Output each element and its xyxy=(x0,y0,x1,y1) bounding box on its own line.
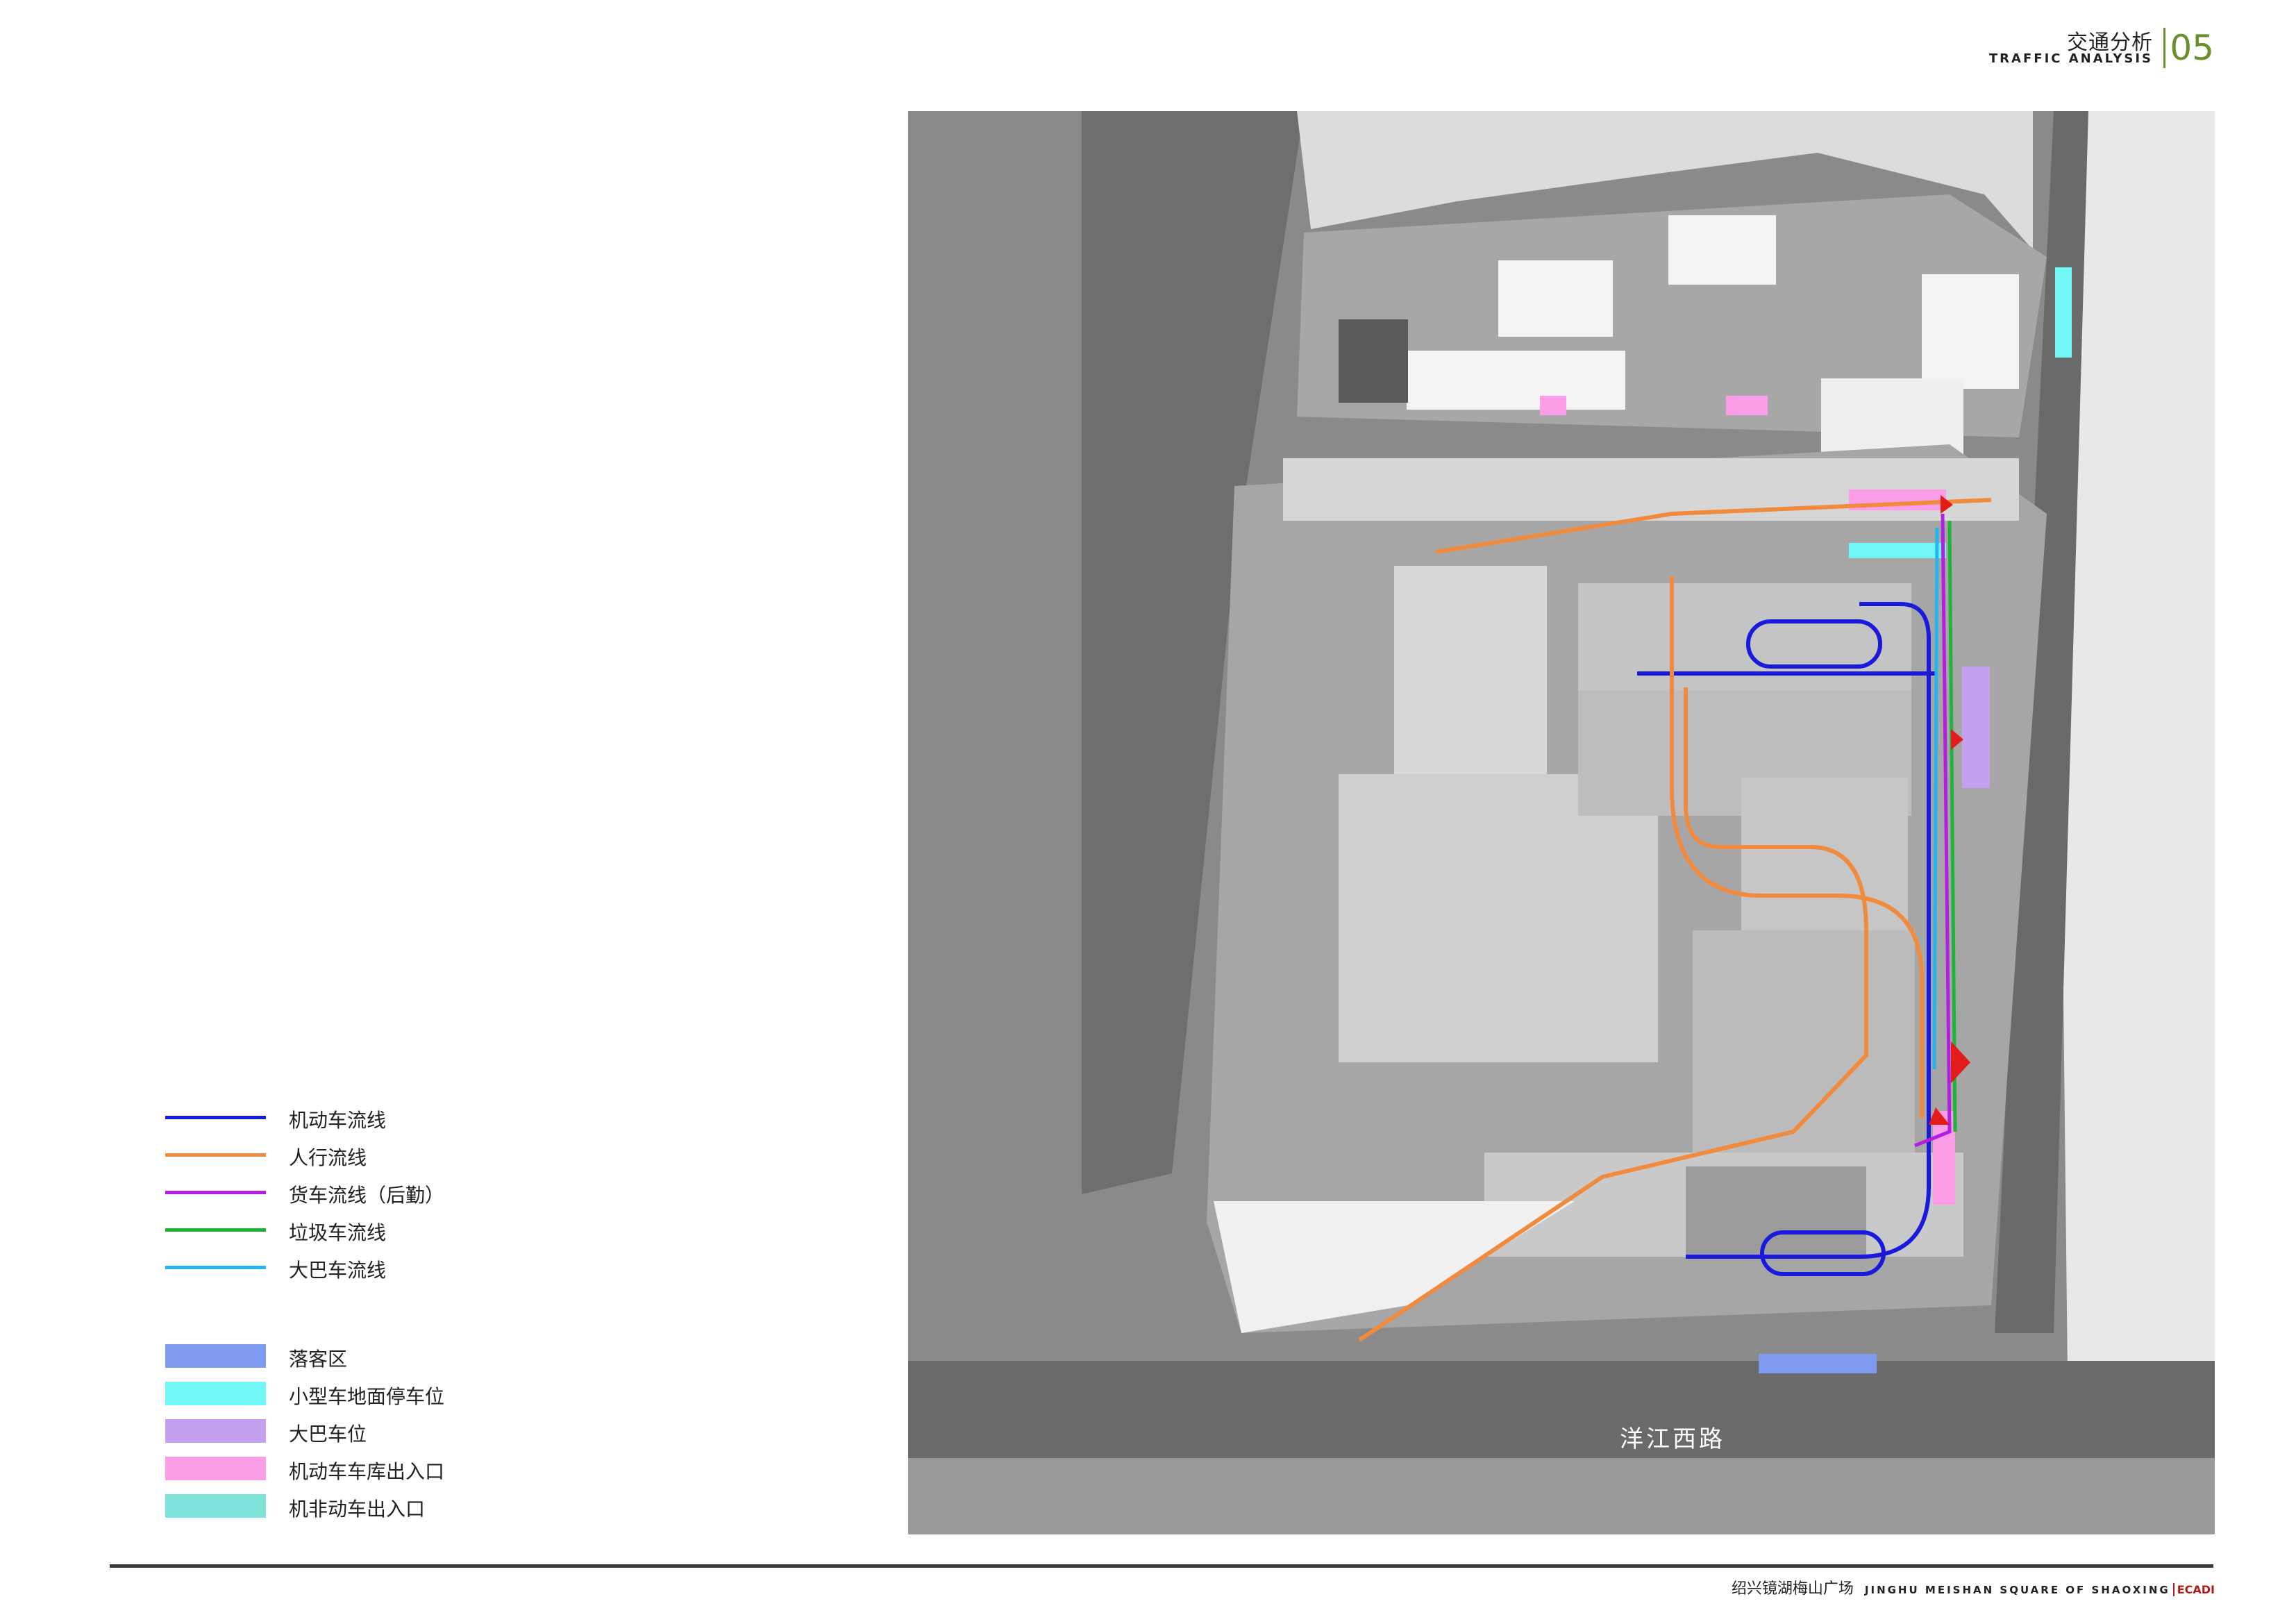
freight-flow-line xyxy=(1914,513,1952,1148)
garage-entrance-ne xyxy=(1726,396,1768,415)
footer-project-en: JINGHU MEISHAN SQUARE OF SHAOXING xyxy=(1864,1584,2170,1596)
west-building-b xyxy=(1339,774,1658,1062)
south-road xyxy=(908,1361,2215,1458)
pedestrian-central xyxy=(1670,576,1924,1118)
vehicle-loop-south xyxy=(1760,1230,1886,1276)
legend-swatch xyxy=(165,1228,266,1232)
podium xyxy=(1686,1166,1866,1257)
east-field xyxy=(2054,111,2215,1375)
north-building-1 xyxy=(1407,351,1625,410)
entry-arrow-se xyxy=(1929,1107,1950,1125)
surface-parking-north xyxy=(1849,543,1946,558)
legend-garage-entrance: 机动车车库出入口 xyxy=(165,1455,554,1483)
vehicle-flow-line xyxy=(1686,602,1931,1259)
legend-swatch xyxy=(165,1116,266,1119)
legend-swatch xyxy=(165,1382,266,1405)
legend-bus-flow: 大巴车流线 xyxy=(165,1254,554,1282)
legend-swatch xyxy=(165,1457,266,1480)
north-building-shadow xyxy=(1339,319,1408,403)
drop-off-zone xyxy=(1759,1354,1877,1373)
south-tower xyxy=(1693,930,1915,1153)
header-title-zh: 交通分析 xyxy=(2067,31,2153,55)
entry-arrow-east xyxy=(1951,1041,1970,1083)
legend-surface-parking: 小型车地面停车位 xyxy=(165,1380,554,1408)
north-building-3 xyxy=(1668,215,1776,285)
garage-entrance-east xyxy=(1933,1111,1955,1205)
east-road xyxy=(1995,111,2088,1333)
legend-swatch xyxy=(165,1191,266,1194)
legend-label: 货车流线（后勤） xyxy=(289,1184,445,1207)
footer-project-zh: 绍兴镜湖梅山广场 xyxy=(1731,1580,1854,1598)
legend-swatch xyxy=(165,1153,266,1157)
plaza xyxy=(1214,1201,1575,1333)
site-plan-map: 洋江西路 xyxy=(908,111,2215,1534)
legend-pedestrian-flow: 人行流线 xyxy=(165,1141,554,1169)
legend-vehicle-flow: 机动车流线 xyxy=(165,1104,554,1132)
north-lawn xyxy=(1297,111,2033,250)
surface-parking-ne xyxy=(2055,267,2072,358)
legend-label: 大巴车流线 xyxy=(289,1259,387,1282)
north-building-4 xyxy=(1922,274,2019,389)
legend-swatch xyxy=(165,1419,266,1443)
pedestrian-south xyxy=(1358,687,1868,1342)
legend-label: 小型车地面停车位 xyxy=(289,1385,445,1408)
garbage-flow-line xyxy=(1947,520,1957,1132)
legend-garbage-flow: 垃圾车流线 xyxy=(165,1216,554,1244)
legend-freight-flow: 货车流线（后勤） xyxy=(165,1179,554,1207)
west-road xyxy=(1082,111,1304,1194)
legend-label: 大巴车位 xyxy=(289,1423,367,1446)
entry-arrow-north xyxy=(1941,495,1953,514)
entry-arrow-bus xyxy=(1951,729,1963,750)
site-plan-drawing xyxy=(908,111,2215,1534)
legend-swatch xyxy=(165,1494,266,1518)
north-building-2 xyxy=(1498,260,1613,337)
header-title-en: TRAFFIC ANALYSIS xyxy=(1988,51,2153,66)
garage-entrance-nw xyxy=(1540,396,1566,415)
legend-label: 落客区 xyxy=(289,1348,348,1371)
footer-brand: ECADI xyxy=(2172,1583,2215,1596)
south-verge xyxy=(908,1458,2215,1534)
legend-label: 人行流线 xyxy=(289,1146,367,1169)
legend-label: 机动车流线 xyxy=(289,1109,387,1132)
legend-label: 机非动车出入口 xyxy=(289,1498,426,1521)
legend-bus-parking: 大巴车位 xyxy=(165,1418,554,1446)
page-number: 05 xyxy=(2163,28,2214,68)
footer-rule xyxy=(110,1564,2213,1568)
pedestrian-north xyxy=(1435,498,1992,554)
legend-drop-off: 落客区 xyxy=(165,1343,554,1371)
bus-parking xyxy=(1962,667,1990,788)
legend-label: 垃圾车流线 xyxy=(289,1221,387,1244)
west-building-a xyxy=(1394,566,1547,774)
page-footer: 绍兴镜湖梅山广场 JINGHU MEISHAN SQUARE OF SHAOXIN… xyxy=(1732,1576,2215,1598)
legend-swatch xyxy=(165,1344,266,1368)
legend-bike-entrance: 机非动车出入口 xyxy=(165,1493,554,1521)
vehicle-loop-north xyxy=(1746,619,1882,669)
south-road-label: 洋江西路 xyxy=(1620,1425,1725,1453)
bus-flow-line xyxy=(1932,527,1939,1070)
east-tower xyxy=(1741,778,1908,948)
legend-swatch xyxy=(165,1266,266,1269)
legend-label: 机动车车库出入口 xyxy=(289,1460,445,1483)
